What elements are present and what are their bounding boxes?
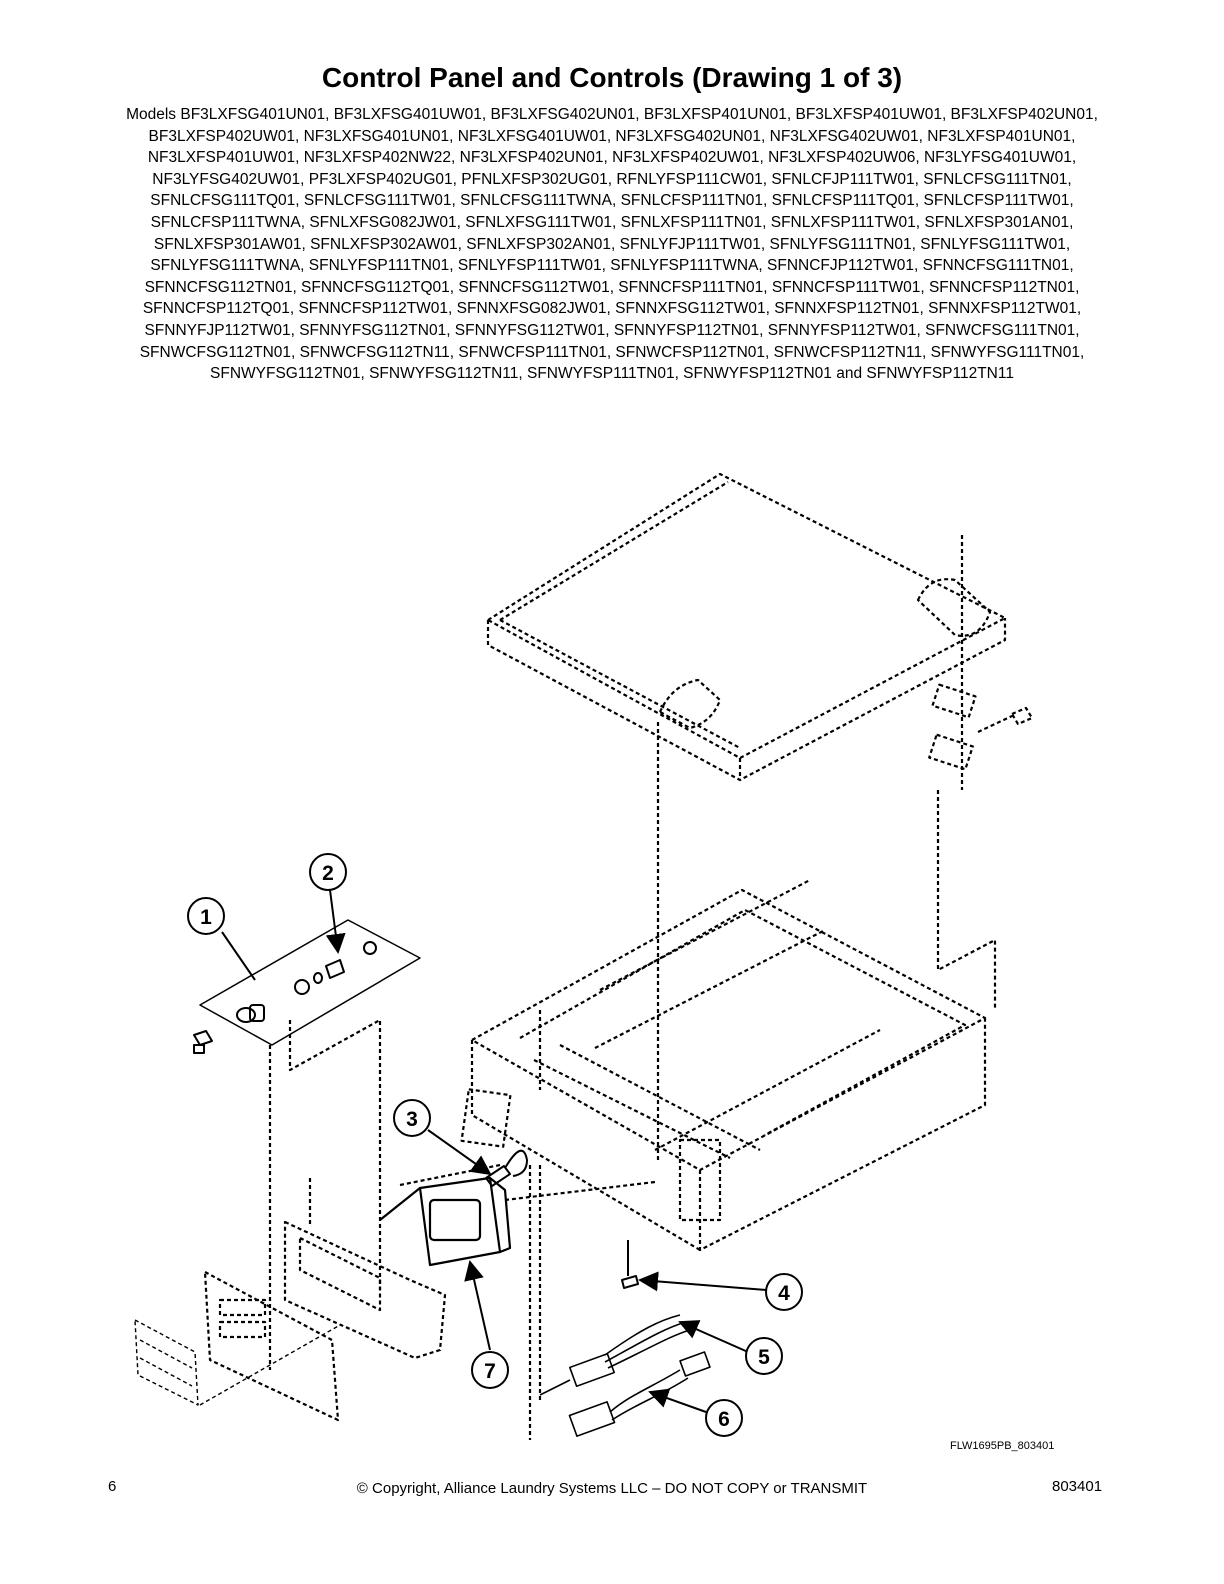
top-panel bbox=[486, 472, 1007, 782]
page-title: Control Panel and Controls (Drawing 1 of… bbox=[321, 62, 903, 93]
knob-parts-plane bbox=[199, 919, 421, 1046]
svg-text:4: 4 bbox=[778, 1282, 790, 1305]
connector-3 bbox=[485, 1149, 528, 1187]
label-panel bbox=[134, 1319, 341, 1406]
svg-text:2: 2 bbox=[322, 862, 334, 885]
callout-2: 2 bbox=[309, 853, 347, 891]
overlay-panel bbox=[203, 1270, 340, 1422]
callout-1: 1 bbox=[187, 897, 225, 935]
callout-3: 3 bbox=[393, 1099, 431, 1137]
page-number: 6 bbox=[108, 1478, 117, 1495]
callout-6: 6 bbox=[705, 1399, 743, 1437]
document-number: 803401 bbox=[1052, 1478, 1103, 1495]
callout-4: 4 bbox=[765, 1273, 803, 1311]
svg-text:7: 7 bbox=[484, 1360, 496, 1383]
module-guide-lines bbox=[399, 1163, 656, 1440]
drawing-id: FLW1695PB_803401 bbox=[950, 1440, 1055, 1452]
console-base bbox=[460, 722, 997, 1252]
control-module bbox=[379, 1176, 512, 1267]
callout-5: 5 bbox=[745, 1337, 783, 1375]
knob-hardware bbox=[193, 941, 377, 1054]
copyright-notice: © Copyright, Alliance Laundry Systems LL… bbox=[356, 1480, 868, 1497]
model-list: Models BF3LXFSG401UN01, BF3LXFSG401UW01,… bbox=[126, 106, 1098, 383]
svg-text:3: 3 bbox=[406, 1108, 418, 1131]
svg-text:1: 1 bbox=[200, 906, 212, 929]
hinge-hardware bbox=[928, 535, 1034, 790]
callout-7: 7 bbox=[471, 1351, 509, 1389]
knob-guide-lines bbox=[268, 1018, 382, 1370]
screw-4 bbox=[621, 1240, 639, 1289]
control-bezel bbox=[283, 1178, 447, 1360]
harness-5 bbox=[539, 1314, 691, 1396]
svg-text:6: 6 bbox=[718, 1408, 730, 1431]
leader-lines bbox=[221, 889, 767, 1413]
harness-6 bbox=[568, 1351, 711, 1437]
svg-text:5: 5 bbox=[758, 1346, 770, 1369]
